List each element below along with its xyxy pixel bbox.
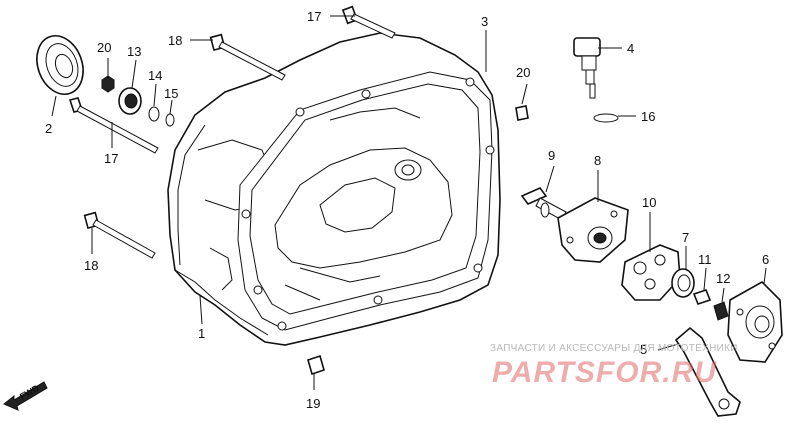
part-10-gasket	[621, 244, 681, 301]
part-16-oring	[593, 113, 619, 123]
callout-4: 4	[627, 41, 634, 56]
callouts: 17 18 3 4 20 16 9 8 10 7 11 12 6 5 20 13…	[45, 9, 769, 411]
callout-18-bottom: 18	[84, 258, 98, 273]
callout-13: 13	[127, 44, 141, 59]
callout-6: 6	[762, 252, 769, 267]
watermark-brand: PARTSFOR.RU	[492, 356, 717, 389]
callout-2: 2	[45, 121, 52, 136]
callout-15: 15	[164, 86, 178, 101]
crankcase-cover	[167, 32, 501, 346]
part-4-sensor	[573, 37, 601, 99]
part-8-plate	[557, 197, 629, 263]
callout-19: 20	[97, 40, 111, 55]
part-9-shaft	[520, 187, 567, 221]
part-20-dowel-top	[515, 105, 529, 121]
callout-17-left: 17	[104, 151, 118, 166]
callout-1: 1	[198, 326, 205, 341]
fwd-arrow: FWD	[3, 381, 48, 411]
part-2-cap	[36, 35, 84, 95]
callout-9: 9	[548, 148, 555, 163]
leader-lines	[51, 15, 767, 390]
callout-8: 8	[594, 153, 601, 168]
part-13-seal	[118, 87, 142, 115]
callout-12: 12	[716, 271, 730, 286]
watermark-caption: ЗАПЧАСТИ И АКСЕССУАРЫ ДЛЯ МОТОТЕХНИКИ	[490, 343, 738, 354]
part-12-bolt	[713, 301, 729, 321]
callout-3: 3	[481, 14, 488, 29]
part-7-seal	[671, 268, 695, 298]
callout-10: 10	[642, 195, 656, 210]
part-19-nut	[101, 75, 115, 93]
part-6-housing	[727, 281, 783, 363]
callout-20-bottom: 19	[306, 396, 320, 411]
part-5-lever	[674, 326, 741, 417]
part-18-bolt-bottom	[83, 211, 156, 259]
part-17-bolt-top	[341, 5, 396, 39]
part-20-dowel-bottom	[307, 354, 325, 376]
part-15-oring	[165, 113, 175, 127]
callout-17-top: 17	[307, 9, 321, 24]
callout-7: 7	[682, 230, 689, 245]
watermark: ЗАПЧАСТИ И АКСЕССУАРЫ ДЛЯ МОТОТЕХНИКИ PA…	[490, 343, 738, 389]
part-18-bolt-top	[209, 33, 286, 81]
callout-14: 14	[148, 68, 162, 83]
callout-11: 11	[698, 252, 712, 267]
callout-16: 16	[641, 109, 655, 124]
part-11-dowel	[692, 289, 712, 305]
callout-20-top: 20	[516, 65, 530, 80]
callout-18-top: 18	[168, 33, 182, 48]
callout-5: 5	[640, 342, 647, 357]
part-17-bolt-left	[68, 97, 159, 154]
part-14-washer	[148, 106, 160, 122]
